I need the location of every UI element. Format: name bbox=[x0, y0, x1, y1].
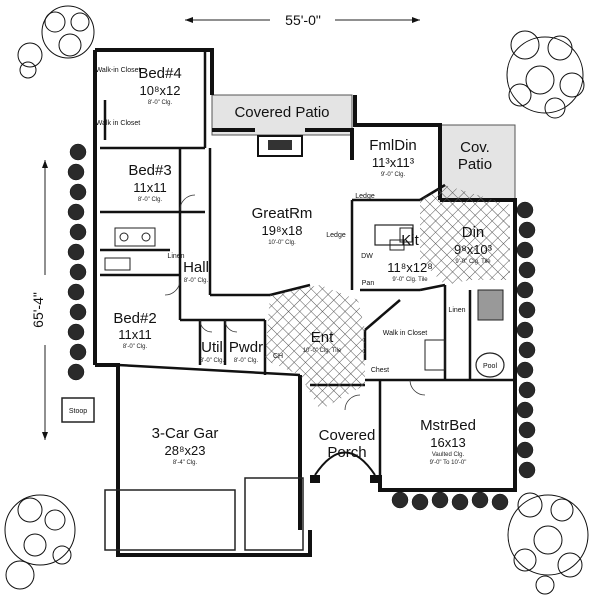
bed4-clg: 8'-0" Clg. bbox=[148, 100, 173, 106]
pool-label: Pool bbox=[483, 363, 497, 370]
util-name: Util bbox=[201, 339, 223, 356]
room-garage: 3-Car Gar 28⁸x23 8'-4" Clg. bbox=[152, 425, 219, 466]
room-util: Util 8'-0" Clg. bbox=[200, 339, 225, 364]
room-covered-patio: Covered Patio bbox=[234, 104, 329, 121]
pantry-label: Pan bbox=[362, 280, 375, 287]
bed2-name: Bed#2 bbox=[113, 310, 156, 327]
mstrbed-clg2: 9'-0" To 10'-0" bbox=[430, 460, 467, 466]
room-ent: Ent 10'-0" Clg. Tile CH bbox=[273, 329, 342, 360]
interior-walls bbox=[100, 50, 515, 475]
dw-label: DW bbox=[361, 253, 373, 260]
tree-bottom-left bbox=[4, 494, 76, 590]
fmldin-clg: 9'-0" Clg. bbox=[381, 172, 406, 178]
bed2-size: 11x11 bbox=[118, 327, 152, 342]
room-kit: Kit 11⁸x12⁸ 9'-0" Clg. Tile Pan DW bbox=[361, 232, 433, 287]
tree-top-right bbox=[506, 30, 585, 119]
room-bed4: Bed#4 10⁸x12 8'-0" Clg. Walk-in Closet bbox=[96, 65, 182, 106]
hall-linen-label: Linen bbox=[167, 253, 184, 260]
shrubs-right bbox=[516, 201, 536, 479]
mstrbed-name: MstrBed bbox=[420, 417, 476, 434]
garage-doors bbox=[104, 477, 304, 551]
room-porch: Covered Porch bbox=[319, 427, 376, 461]
fmldin-name: FmlDin bbox=[369, 137, 417, 154]
porch-line1: Covered bbox=[319, 427, 376, 444]
room-fmldin: FmlDin 11³x11³ 9'-0" Clg. Ledge bbox=[355, 137, 416, 200]
din-name: Din bbox=[462, 224, 485, 241]
bed3-walkin-label: Walk in Closet bbox=[96, 120, 141, 127]
master-walkin-label: Walk in Closet bbox=[383, 330, 428, 337]
garage-size: 28⁸x23 bbox=[165, 443, 206, 458]
shrubs-bottom bbox=[391, 491, 509, 511]
dining-tile bbox=[420, 185, 510, 285]
tree-top-left bbox=[17, 5, 95, 79]
covered-patio-name: Covered Patio bbox=[234, 104, 329, 121]
bed4-name: Bed#4 bbox=[138, 65, 181, 82]
ent-name: Ent bbox=[311, 329, 334, 346]
pwdr-clg: 8'-0" Clg. bbox=[234, 358, 259, 364]
ent-clg: 10'-0" Clg. Tile bbox=[303, 348, 342, 354]
bed3-size: 11x11 bbox=[133, 180, 167, 195]
cov-patio-line2: Patio bbox=[458, 156, 492, 173]
chest-label: Chest bbox=[371, 367, 389, 374]
stoop-box bbox=[61, 397, 95, 423]
room-greatrm: GreatRm 19⁸x18 10'-0" Clg. Ledge bbox=[252, 205, 346, 246]
greatrm-name: GreatRm bbox=[252, 205, 313, 222]
greatrm-size: 19⁸x18 bbox=[262, 223, 303, 238]
mstrbed-clg1: Vaulted Clg. bbox=[432, 452, 465, 458]
hall-clg: 8'-0" Clg. bbox=[184, 278, 209, 284]
util-clg: 8'-0" Clg. bbox=[200, 358, 225, 364]
shrubs-left bbox=[67, 143, 87, 381]
door-swings bbox=[164, 194, 426, 411]
din-size: 9⁸x10³ bbox=[454, 242, 493, 257]
bed3-name: Bed#3 bbox=[128, 162, 171, 179]
entry-tile bbox=[265, 285, 365, 410]
kit-size: 11⁸x12⁸ bbox=[387, 260, 432, 275]
tree-bottom-right bbox=[507, 492, 589, 595]
kit-name: Kit bbox=[401, 232, 419, 249]
greatrm-clg: 10'-0" Clg. bbox=[268, 240, 296, 246]
kitchen-counters bbox=[374, 224, 414, 251]
pwdr-name: Pwdr bbox=[229, 339, 263, 356]
garage-name: 3-Car Gar bbox=[152, 425, 219, 442]
ledge-label-1: Ledge bbox=[326, 232, 346, 239]
ch-label: CH bbox=[273, 353, 283, 360]
bed2-clg: 8'-0" Clg. bbox=[123, 344, 148, 350]
room-hall: Hall 8'-0" Clg. Linen bbox=[167, 253, 208, 284]
overall-width-label: 55'-0" bbox=[285, 12, 321, 28]
overall-depth-label: 65'-4" bbox=[30, 292, 46, 328]
mstrbed-size: 16x13 bbox=[430, 435, 465, 450]
fmldin-size: 11³x11³ bbox=[372, 155, 415, 170]
kit-clg: 9'-0" Clg. Tile bbox=[392, 277, 428, 283]
ledge-label-2: Ledge bbox=[355, 193, 375, 200]
depth-dimension: 65'-4" bbox=[30, 160, 48, 440]
width-dimension: 55'-0" bbox=[185, 12, 420, 28]
cov-patio-line1: Cov. bbox=[460, 139, 490, 156]
room-bed3: Bed#3 11x11 8'-0" Clg. Walk in Closet bbox=[96, 120, 172, 203]
stoop-label: Stoop bbox=[69, 408, 87, 415]
master-linen-label: Linen bbox=[448, 307, 465, 314]
pool-tub bbox=[475, 352, 505, 378]
room-cov-patio: Cov. Patio bbox=[458, 139, 492, 173]
fireplace bbox=[257, 135, 303, 157]
bath-fixtures bbox=[104, 227, 504, 371]
room-master-closet: Walk in Closet Linen Chest Pool bbox=[371, 307, 498, 374]
room-din: Din 9⁸x10³ 9'-0" Clg. Tile bbox=[454, 224, 493, 265]
din-clg: 9'-0" Clg. Tile bbox=[455, 259, 491, 265]
hall-name: Hall bbox=[183, 259, 209, 276]
garage-clg: 8'-4" Clg. bbox=[173, 460, 198, 466]
porch-arch bbox=[310, 451, 380, 483]
room-bed2: Bed#2 11x11 8'-0" Clg. bbox=[113, 310, 156, 350]
room-mstrbed: MstrBed 16x13 Vaulted Clg. 9'-0" To 10'-… bbox=[420, 417, 476, 466]
bed4-walkin-label: Walk-in Closet bbox=[96, 67, 141, 74]
room-pwdr: Pwdr 8'-0" Clg. bbox=[229, 339, 263, 364]
bed3-clg: 8'-0" Clg. bbox=[138, 197, 163, 203]
porch-line2: Porch bbox=[327, 444, 366, 461]
bed4-size: 10⁸x12 bbox=[140, 83, 181, 98]
